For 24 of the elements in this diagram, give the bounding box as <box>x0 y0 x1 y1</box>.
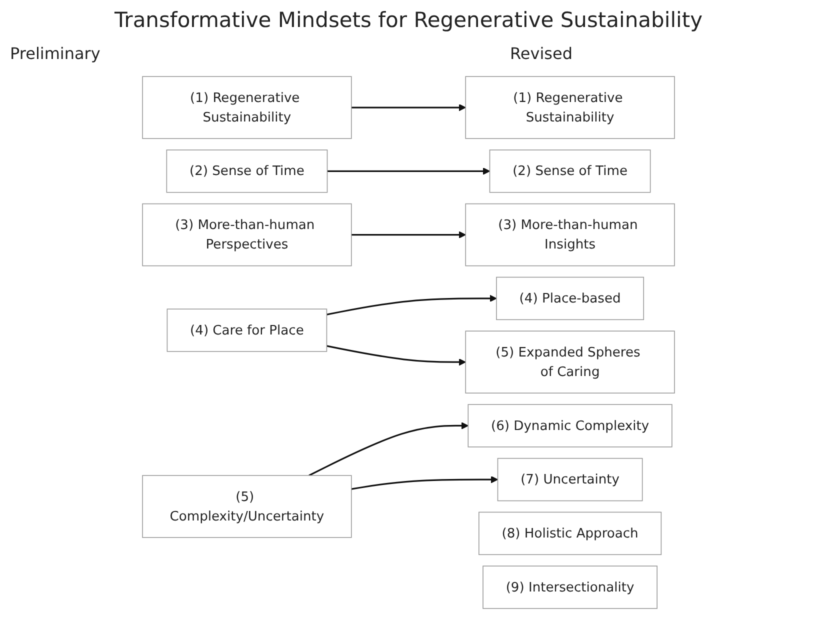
node-box: (1) Regenerative Sustainability <box>142 76 352 139</box>
node-box: (4) Care for Place <box>166 308 328 352</box>
node-box: (4) Place-based <box>496 276 644 320</box>
diagram-title: Transformative Mindsets for Regenerative Sustainability <box>113 8 704 32</box>
arrow <box>326 294 497 316</box>
node-box: (3) More-than-human Insights <box>465 203 675 266</box>
node-box: (5) Expanded Spheres of Caring <box>465 330 675 394</box>
arrow <box>308 422 468 476</box>
node-box: (1) Regenerative Sustainability <box>465 76 675 139</box>
arrow <box>351 231 466 238</box>
column-heading: Revised <box>510 44 572 63</box>
node-box: (6) Dynamic Complexity <box>468 404 672 448</box>
node-box: (9) Intersectionality <box>482 566 658 609</box>
node-box: (3) More-than-human Perspectives <box>142 203 352 266</box>
arrow <box>326 345 466 366</box>
node-box: (2) Sense of Time <box>489 150 651 193</box>
node-box: (2) Sense of Time <box>166 150 328 193</box>
arrow <box>327 168 490 175</box>
node-box: (8) Holistic Approach <box>478 512 662 556</box>
arrow <box>351 476 498 490</box>
node-box: (7) Uncertainty <box>497 458 643 502</box>
arrow <box>351 104 466 112</box>
node-box: (5) Complexity/Uncertainty <box>142 475 352 538</box>
column-heading: Preliminary <box>10 44 100 63</box>
